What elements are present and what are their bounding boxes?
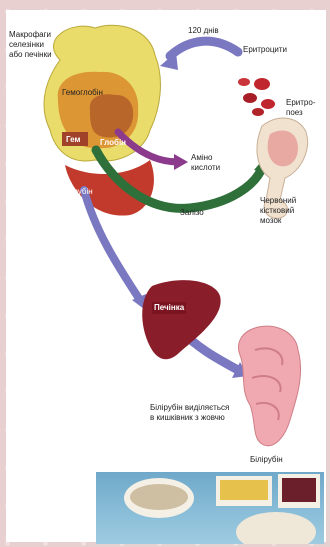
hemoglobin-label: Гемоглобін bbox=[62, 88, 103, 98]
red-marrow-label: Червоний кістковий мозок bbox=[260, 196, 296, 226]
grain-1 bbox=[130, 484, 188, 510]
rbc-3 bbox=[261, 99, 275, 109]
bilirubin-label: Білірубін bbox=[60, 187, 93, 197]
iron-label: Залізо bbox=[180, 208, 204, 218]
marrow bbox=[268, 130, 298, 166]
rbc-1 bbox=[254, 78, 270, 90]
grain-2 bbox=[220, 480, 268, 500]
erythropoiesis-label: Еритро- поез bbox=[286, 98, 315, 118]
heme-label: Гем bbox=[66, 135, 80, 145]
rbc-5 bbox=[238, 78, 250, 86]
globin-label: Глобін bbox=[100, 138, 126, 148]
intestine bbox=[238, 326, 300, 446]
liver-organ bbox=[142, 280, 220, 359]
rbc-4 bbox=[252, 108, 264, 116]
macrophages-label: Макрофаги селезінки або печінки bbox=[9, 30, 52, 60]
days-label: 120 днів bbox=[188, 26, 219, 36]
days-arrow bbox=[170, 41, 238, 56]
bile-excretion-label: Білірубін виділяється в кишківник з жовч… bbox=[150, 403, 229, 423]
amino-arrow-head bbox=[174, 154, 188, 170]
bowl-4 bbox=[236, 512, 316, 544]
erythrocytes-label: Еритроцити bbox=[243, 45, 287, 55]
beans bbox=[282, 478, 316, 502]
food-photo bbox=[96, 472, 324, 544]
amino-acids-label: Аміно кислоти bbox=[191, 153, 220, 173]
bilirubin-bottom-label: Білірубін bbox=[250, 455, 283, 465]
rbc-2 bbox=[243, 93, 257, 103]
liver-label: Печінка bbox=[154, 303, 184, 313]
